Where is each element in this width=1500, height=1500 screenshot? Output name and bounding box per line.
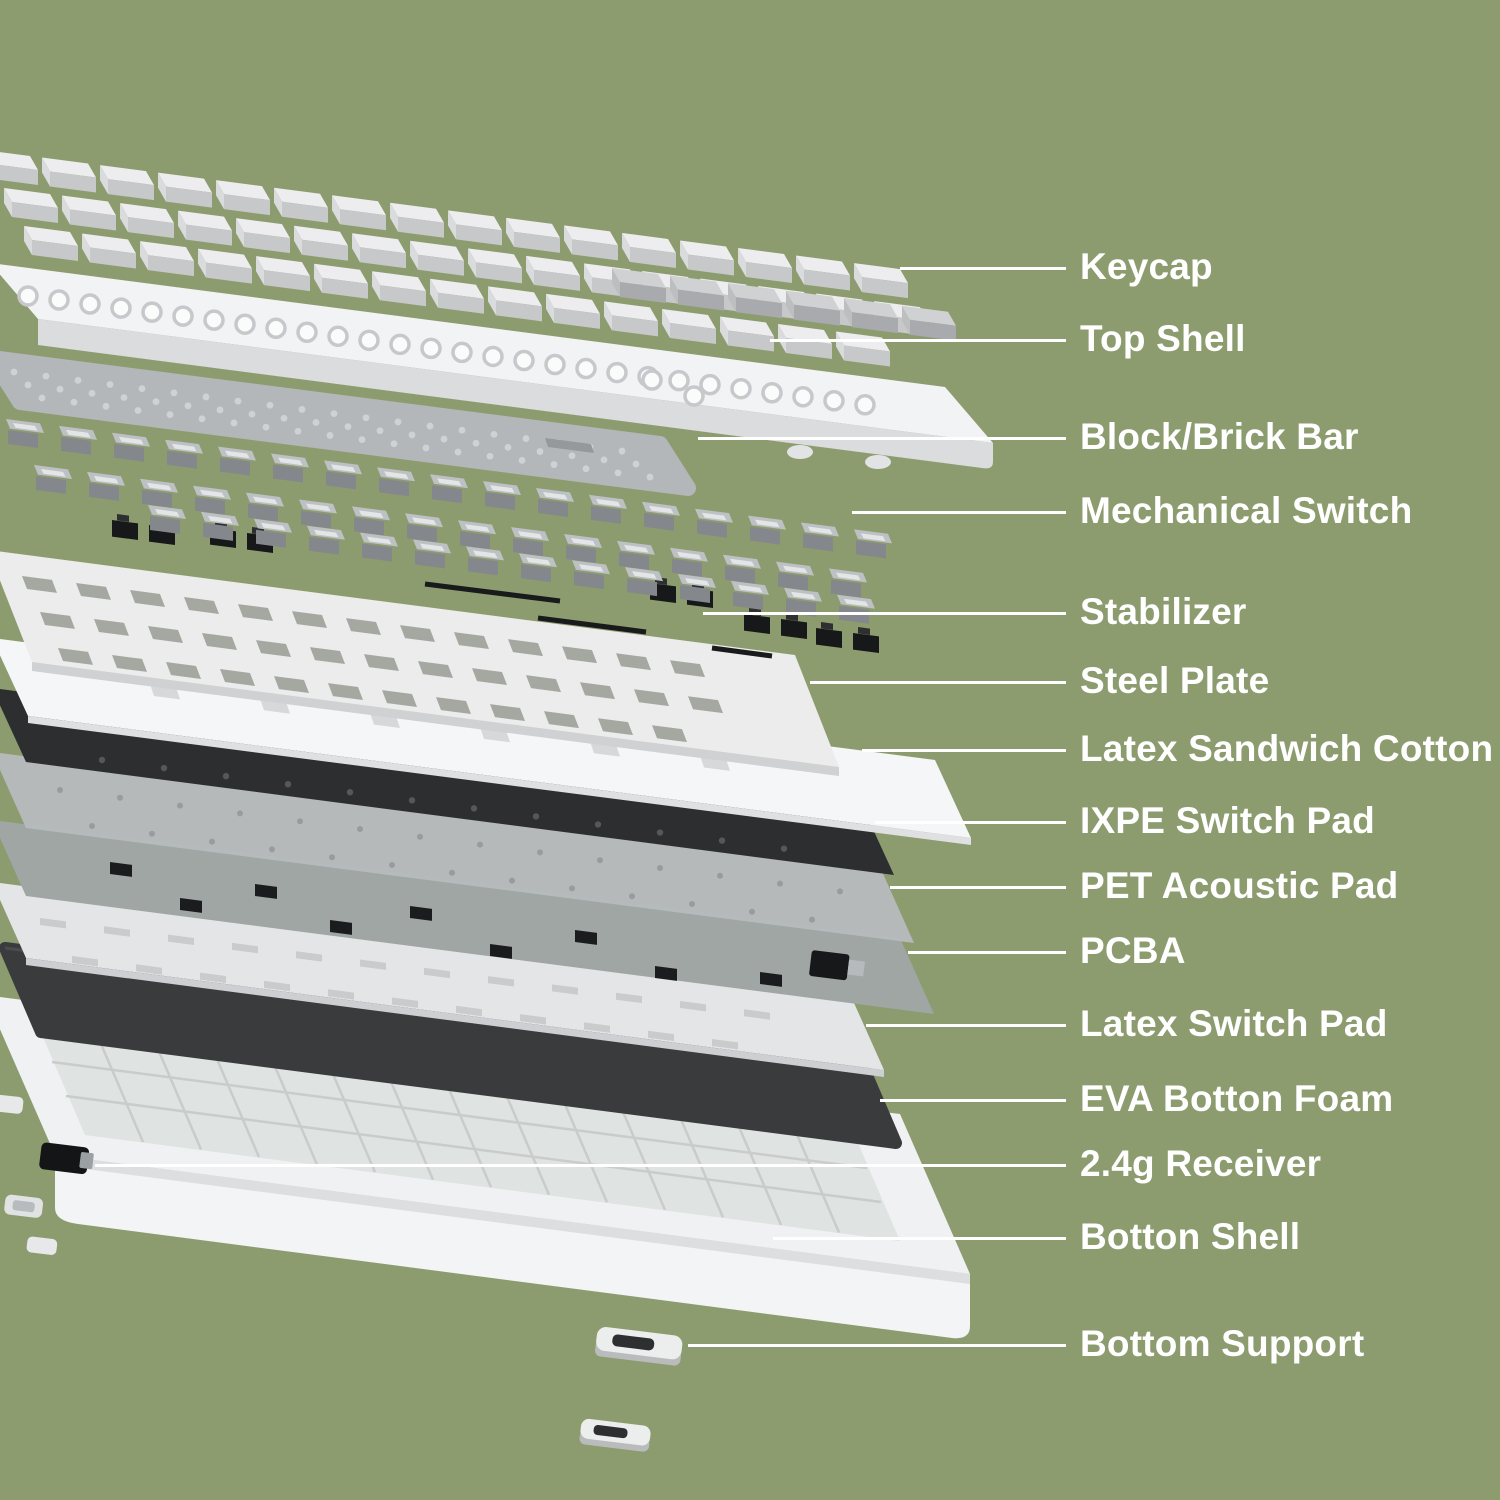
receiver-2-4g xyxy=(39,1142,94,1175)
label-text: Latex Switch Pad xyxy=(1080,1003,1388,1045)
leader-line xyxy=(900,266,1066,270)
layer-steel-plate xyxy=(0,551,839,776)
label-text: Top Shell xyxy=(1080,318,1246,360)
label-text: EVA Botton Foam xyxy=(1080,1078,1394,1120)
leader-line xyxy=(703,611,1066,615)
label-text: IXPE Switch Pad xyxy=(1080,800,1375,842)
leader-line xyxy=(852,510,1066,514)
pcba-connector xyxy=(809,950,865,981)
leader-line xyxy=(688,1343,1066,1347)
layer-latex-switch-pad xyxy=(0,883,884,1077)
label-text: Mechanical Switch xyxy=(1080,490,1413,532)
layer-pcba xyxy=(0,821,934,1014)
leader-line xyxy=(770,338,1066,342)
layer-pet-pad xyxy=(0,753,914,943)
label-text: PCBA xyxy=(1080,930,1186,972)
label-text: 2.4g Receiver xyxy=(1080,1143,1322,1185)
label-text: Stabilizer xyxy=(1080,591,1247,633)
label-text: Latex Sandwich Cotton xyxy=(1080,728,1494,770)
leader-line xyxy=(908,950,1066,954)
label-text: Block/Brick Bar xyxy=(1080,416,1359,458)
layer-bottom-support xyxy=(579,1327,683,1452)
leader-line xyxy=(866,1023,1066,1027)
label-text: Botton Shell xyxy=(1080,1216,1301,1258)
layer-top-shell xyxy=(0,264,993,469)
small-part-1 xyxy=(4,1194,44,1218)
label-text: Steel Plate xyxy=(1080,660,1270,702)
leader-line xyxy=(810,680,1066,684)
label-text: PET Acoustic Pad xyxy=(1080,865,1399,907)
usb-cover xyxy=(0,1094,24,1114)
leader-line xyxy=(95,1163,1066,1167)
layer-side-parts xyxy=(0,1094,94,1255)
leader-line xyxy=(862,748,1066,752)
layer-bottom-shell xyxy=(0,996,970,1339)
leader-line xyxy=(773,1236,1066,1240)
leader-line xyxy=(890,885,1066,889)
leader-line xyxy=(880,1098,1066,1102)
label-text: Keycap xyxy=(1080,246,1213,288)
leader-line xyxy=(875,820,1066,824)
small-part-2 xyxy=(26,1236,58,1255)
layer-stabilizer xyxy=(112,514,879,659)
leader-line xyxy=(698,436,1066,440)
label-text: Bottom Support xyxy=(1080,1323,1365,1365)
layer-block-bar xyxy=(0,350,696,496)
